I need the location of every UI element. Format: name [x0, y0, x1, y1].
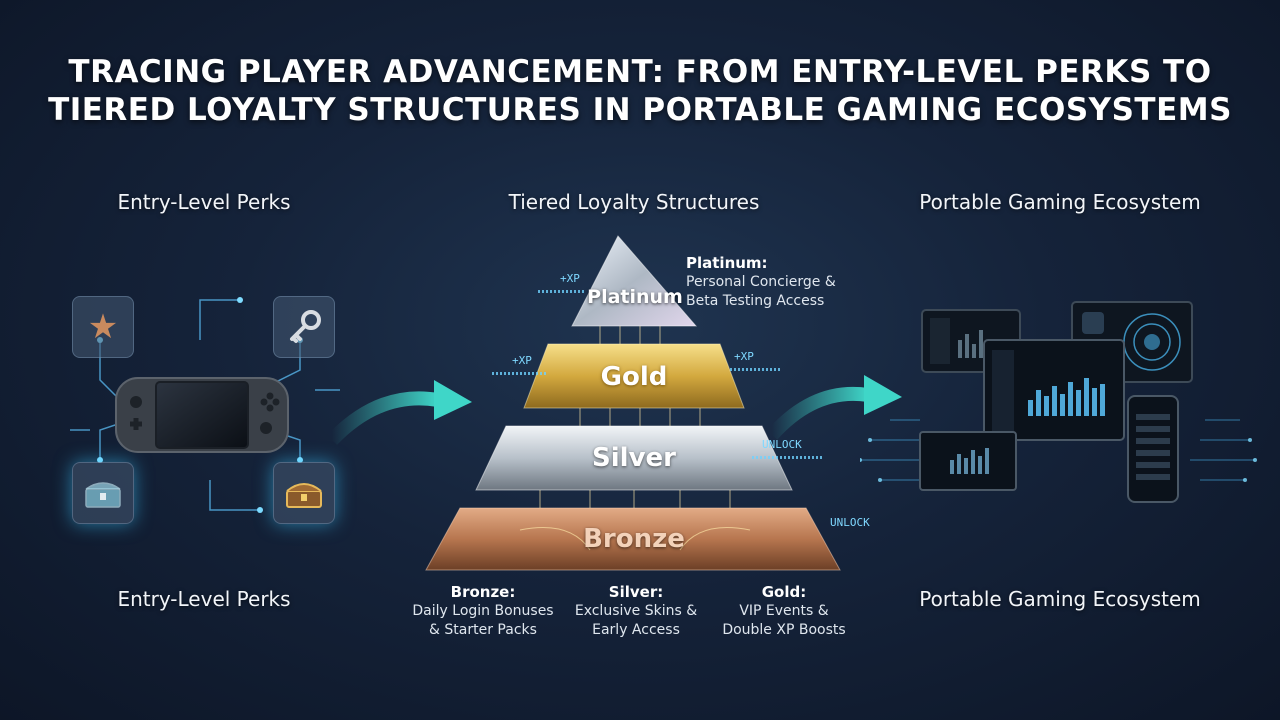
left-column-heading: Entry-Level Perks — [117, 190, 291, 214]
bronze-description-line-2: & Starter Packs — [429, 622, 537, 638]
star-icon: ★ — [87, 307, 119, 347]
platinum-description-line-1: Personal Concierge & — [686, 274, 836, 290]
gold-description-heading: Gold: — [761, 583, 807, 601]
handheld-console-icon — [115, 377, 289, 453]
gold-tier-label: Gold — [600, 362, 668, 392]
gold-description: Gold: VIP Events & Double XP Boosts — [712, 583, 856, 640]
silver-description: Silver: Exclusive Skins & Early Access — [566, 583, 706, 640]
bronze-description-line-1: Daily Login Bonuses — [412, 603, 554, 619]
unlock-annotation-bronze: UNLOCK — [830, 516, 870, 529]
title-line-2: TIERED LOYALTY STRUCTURES IN PORTABLE GA… — [48, 92, 1232, 128]
dotted-line — [752, 456, 824, 459]
key-icon — [290, 310, 321, 343]
platinum-description-line-2: Beta Testing Access — [686, 293, 825, 309]
right-column-footer: Portable Gaming Ecosystem — [919, 587, 1201, 611]
xp-annotation-left: +XP — [512, 354, 532, 367]
device-ecosystem — [860, 301, 1257, 503]
star-perk-tile: ★ — [72, 296, 134, 358]
gold-description-line-1: VIP Events & — [739, 603, 829, 619]
platinum-description-heading: Platinum: — [686, 254, 768, 272]
arrow-to-pyramid — [330, 380, 472, 445]
bronze-description-heading: Bronze: — [450, 583, 516, 601]
treasure-chest-icon — [85, 482, 121, 508]
platinum-description: Platinum: Personal Concierge & Beta Test… — [686, 254, 846, 311]
right-column-heading: Portable Gaming Ecosystem — [919, 190, 1201, 214]
phone-icon — [1127, 395, 1179, 503]
silver-description-heading: Silver: — [608, 583, 664, 601]
open-chest-icon — [286, 483, 322, 508]
unlock-annotation-silver: UNLOCK — [762, 438, 802, 451]
key-perk-tile — [273, 296, 335, 358]
dotted-line — [492, 372, 548, 375]
gold-tier — [523, 343, 745, 409]
title-line-1: TRACING PLAYER ADVANCEMENT: FROM ENTRY-L… — [68, 54, 1212, 90]
platinum-tier — [571, 235, 698, 327]
laptop-icon — [919, 431, 1017, 491]
xp-annotation-top: +XP — [560, 272, 580, 285]
silver-tier-label: Silver — [592, 443, 676, 473]
xp-annotation-right: +XP — [734, 350, 754, 363]
bronze-tier — [425, 507, 841, 571]
silver-description-line-2: Early Access — [592, 622, 680, 638]
bronze-tier-label: Bronze — [583, 524, 685, 554]
silver-description-line-1: Exclusive Skins & — [574, 603, 698, 619]
gold-description-line-2: Double XP Boosts — [722, 622, 846, 638]
dotted-line — [730, 368, 782, 371]
silver-tier — [475, 425, 793, 491]
laptop-icon — [983, 339, 1125, 441]
arrow-to-ecosystem — [770, 375, 902, 440]
platinum-tier-label: Platinum — [587, 286, 683, 308]
open-chest-perk-tile — [273, 462, 335, 524]
left-column-footer: Entry-Level Perks — [117, 587, 291, 611]
dotted-line — [538, 290, 584, 293]
loyalty-pyramid — [425, 235, 841, 571]
chest-perk-tile — [72, 462, 134, 524]
center-column-heading: Tiered Loyalty Structures — [508, 190, 760, 214]
bronze-description: Bronze: Daily Login Bonuses & Starter Pa… — [408, 583, 558, 640]
